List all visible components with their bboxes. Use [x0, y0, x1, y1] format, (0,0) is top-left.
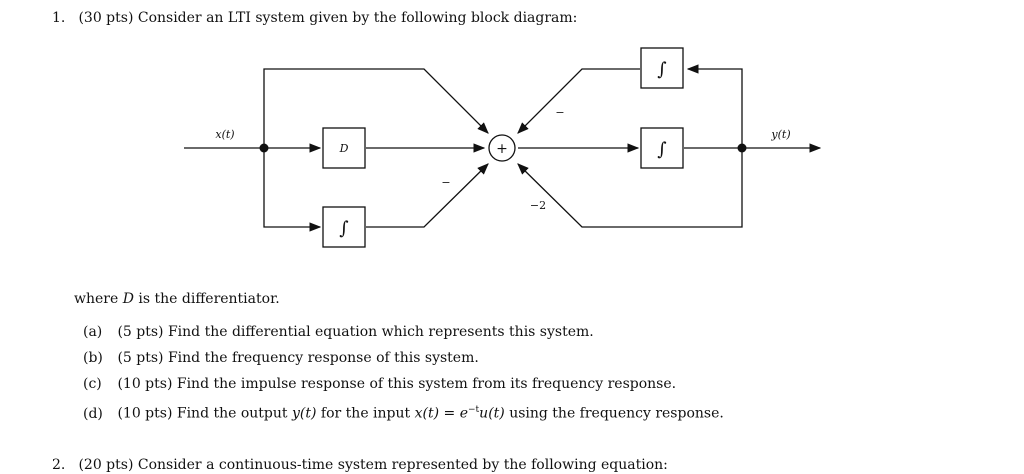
- top-integrator-to-sum: [517, 68, 640, 134]
- forward-integrator-block: [640, 127, 684, 169]
- part-b: (b) (5 pts) Find the frequency response …: [83, 350, 479, 366]
- bottom-integrator-to-sum: [366, 163, 489, 228]
- bottom-integrator-block: [322, 206, 366, 248]
- part-b-label: (b): [83, 350, 103, 366]
- summing-junction-symbol: +: [496, 141, 508, 157]
- part-d-x: x(t): [414, 405, 440, 422]
- left-top-path: [263, 68, 489, 148]
- part-d-label: (d): [83, 405, 103, 422]
- problem-2-heading: 2. (20 pts) Consider a continuous-time s…: [52, 457, 668, 473]
- part-d-text-d: using the frequency response.: [504, 405, 724, 422]
- forward-integrator-symbol: ∫: [657, 139, 667, 160]
- problem-2-number: 2.: [52, 457, 66, 473]
- differentiator-block: [322, 127, 366, 169]
- output-label: y(t): [770, 128, 790, 141]
- differentiator-label: D: [339, 142, 349, 155]
- part-d-text-c: =: [439, 405, 460, 422]
- summing-junction: [488, 134, 516, 162]
- part-d-y: y(t): [292, 405, 317, 422]
- where-text: where D is the differentiator.: [74, 291, 280, 307]
- part-a: (a) (5 pts) Find the differential equati…: [83, 324, 594, 340]
- sign-top-right: −: [555, 106, 564, 119]
- part-d-exponent: −t: [468, 405, 480, 415]
- problem-1-text: (30 pts) Consider an LTI system given by…: [78, 10, 578, 26]
- part-d-text-a: (10 pts) Find the output: [117, 405, 292, 422]
- problem-1-number: 1.: [52, 10, 66, 26]
- sign-bottom-left: −: [441, 176, 450, 189]
- bottom-feedback-path: [517, 148, 743, 228]
- problem-2-text: (20 pts) Consider a continuous-time syst…: [78, 457, 668, 473]
- where-suffix: is the differentiator.: [133, 291, 280, 307]
- where-prefix: where: [74, 291, 123, 307]
- part-c: (c) (10 pts) Find the impulse response o…: [83, 376, 676, 392]
- top-integrator-block: [640, 47, 684, 89]
- gain-bottom-right: −2: [530, 199, 546, 212]
- where-var: D: [122, 291, 134, 307]
- bottom-integrator-symbol: ∫: [339, 218, 349, 239]
- part-d-e: e: [459, 405, 468, 422]
- part-b-text: (5 pts) Find the frequency response of t…: [117, 350, 479, 366]
- part-a-label: (a): [83, 324, 103, 340]
- left-bottom-path: [263, 148, 322, 232]
- top-integrator-symbol: ∫: [657, 59, 667, 80]
- part-a-text: (5 pts) Find the differential equation w…: [117, 324, 594, 340]
- input-label: x(t): [215, 128, 234, 141]
- part-d-u: u(t): [479, 405, 505, 422]
- part-d: (d) (10 pts) Find the output y(t) for th…: [83, 402, 724, 422]
- top-feedback-path: [686, 64, 743, 148]
- block-diagram: D ∫ ∫ ∫ + x(t) y(t) − − −2: [184, 47, 822, 248]
- part-d-text-b: for the input: [316, 405, 415, 422]
- problem-1-heading: 1. (30 pts) Consider an LTI system given…: [52, 10, 577, 26]
- part-c-label: (c): [83, 376, 102, 392]
- part-c-text: (10 pts) Find the impulse response of th…: [117, 376, 677, 392]
